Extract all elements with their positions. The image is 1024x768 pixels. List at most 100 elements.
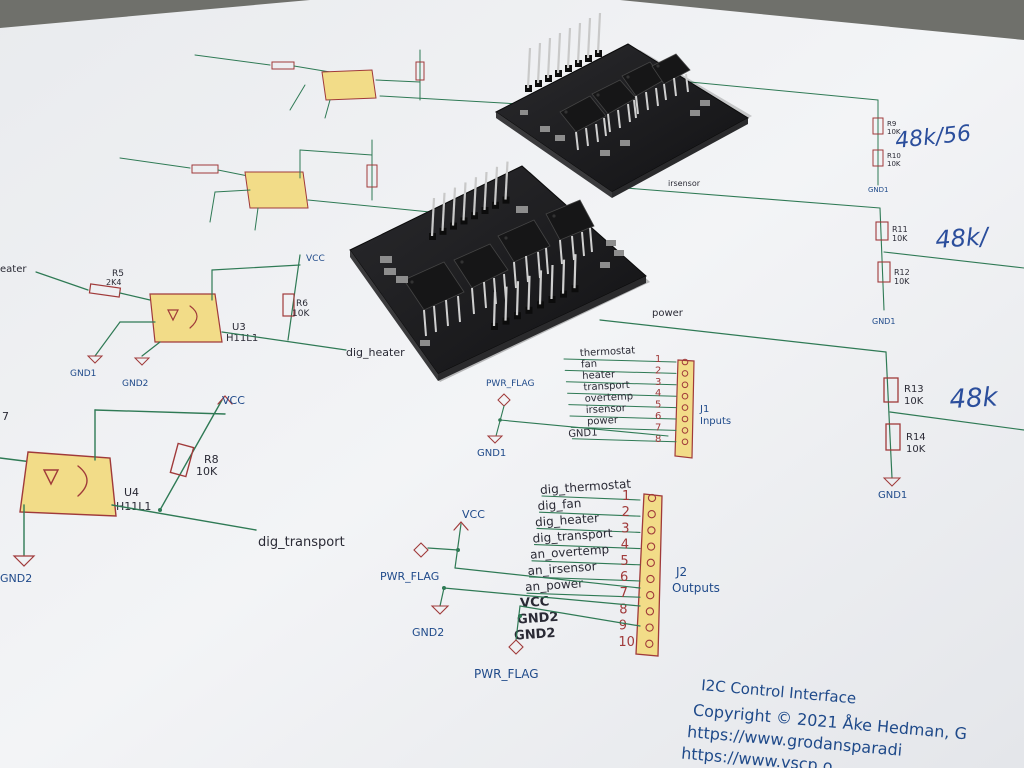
u3-part: H11L1 [226,333,258,344]
j2-pin-num: 2 [622,505,630,520]
handwritten-3: 48k [949,382,1000,415]
j2-pin-num: 4 [621,538,629,553]
j1-pin-pad [681,370,689,377]
chip-leg [645,91,649,111]
r9-ref: R9 [887,120,896,128]
header-base [502,317,510,325]
j2-pin-pad [646,558,655,567]
r11-value: 10K [892,234,908,243]
header-pin [504,161,509,200]
chip-leg [513,261,517,289]
r14-ref: R14 [906,432,926,443]
opto-u3: eater R5 2K4 VCC R6 10K U3 H11L1 dig_hea… [0,254,405,389]
smd-part [520,110,528,115]
j2-pin-label: dig_fan [537,496,582,513]
chip-leg [525,255,529,283]
j2-pin-label: dig_thermostat [540,477,632,497]
dip-chip [403,261,465,311]
pwr-flag-j2a: PWR_FLAG [380,570,439,583]
header-base [595,50,602,57]
chip-leg [663,83,667,101]
gnd2-j2: GND2 [412,626,444,639]
header-base [471,212,478,220]
connector-j2: 1dig_thermostat2dig_fan3dig_heater4dig_t… [380,477,720,681]
j2-pin-num: 9 [619,619,627,634]
j2-pin-pad [646,574,655,584]
j2-ref: J2 [675,565,687,579]
header-base [545,75,552,82]
j2-pin-pad [645,607,655,616]
header-base [492,201,499,209]
j1-ref: J1 [699,404,709,415]
j1-pin-label: fan [581,359,598,371]
header-pin [526,47,532,89]
chip-leg [457,295,461,323]
j1-pin-label: GND1 [568,427,598,440]
vcc-u4: VCC [222,394,245,407]
j1-pin-label: irsensor [586,403,627,416]
j2-pin-label: dig_heater [535,511,600,529]
j1-pin-pad [681,427,689,434]
chip-leg [445,299,449,327]
header-base [537,301,544,309]
j1-pin-pad [681,392,689,400]
header-base [481,207,489,214]
smd-part [555,135,565,141]
j1-pin-num: 8 [655,434,661,445]
header-pin [596,12,602,54]
chip-leg [655,87,659,107]
smd-part [396,276,408,283]
header-pin [536,42,542,84]
smd-part [380,256,392,263]
smd-part [384,268,396,275]
chip-leg [589,227,593,253]
smd-part [690,110,700,116]
u3-net-in: eater [0,264,27,275]
j1-pin-num: 5 [655,400,661,411]
gnd2-u4: GND2 [0,572,32,585]
opto-u2 [119,139,431,231]
j2-pin-num: 10 [618,635,635,650]
j2-pin-pad [647,510,656,519]
chip-leg [571,235,575,261]
gnd1-top: GND1 [868,186,889,194]
header-pin [576,22,582,64]
divider-irsensor: irsensor R11 10K R12 10K GND1 48k/ [599,179,1024,326]
pcb-back [495,12,752,198]
j2-pin-label: GND2 [514,626,556,644]
gnd1-u3: GND1 [70,369,96,379]
j2-pin-label: an_irsensor [527,559,597,578]
vcc-j2: VCC [462,508,485,521]
header-pin [472,177,478,216]
header-pin [430,197,436,237]
j2-pin-label: GND2 [517,610,559,628]
divider-power: power R13 10K R14 10K GND1 48k [599,308,1024,501]
r10-ref: R10 [887,152,901,160]
dip-chip [453,243,509,289]
pwr-flag-j2b: PWR_FLAG [474,667,539,681]
j2-name: Outputs [672,581,720,595]
j1-pin-pad [681,381,689,389]
dip-chip [497,219,551,263]
header-base [502,196,510,204]
j2-pin-num: 5 [620,554,628,569]
j1-pin-num: 1 [655,354,661,365]
chip-leg [537,251,541,279]
pwr-flag-j1: PWR_FLAG [486,379,534,389]
chip-leg [603,117,607,137]
chip-leg [633,99,637,119]
header-pin [493,166,499,205]
opto-u4: 7 VCC R8 10K U4 H11L1 dig_transport GND2 [0,394,345,585]
chip-leg [471,287,475,315]
j2-pin-num: 7 [620,586,628,601]
irsensor-net: irsensor [668,179,701,188]
power-net: power [652,308,684,319]
r14-value: 10K [906,444,926,455]
j1-pin-label: transport [583,380,630,393]
chip-leg [585,127,589,147]
header-base [575,60,582,67]
dip-chip [559,95,607,133]
j2-pin-num: 3 [621,521,629,536]
j1-pin-label: thermostat [580,345,636,359]
header-pin [515,281,520,316]
